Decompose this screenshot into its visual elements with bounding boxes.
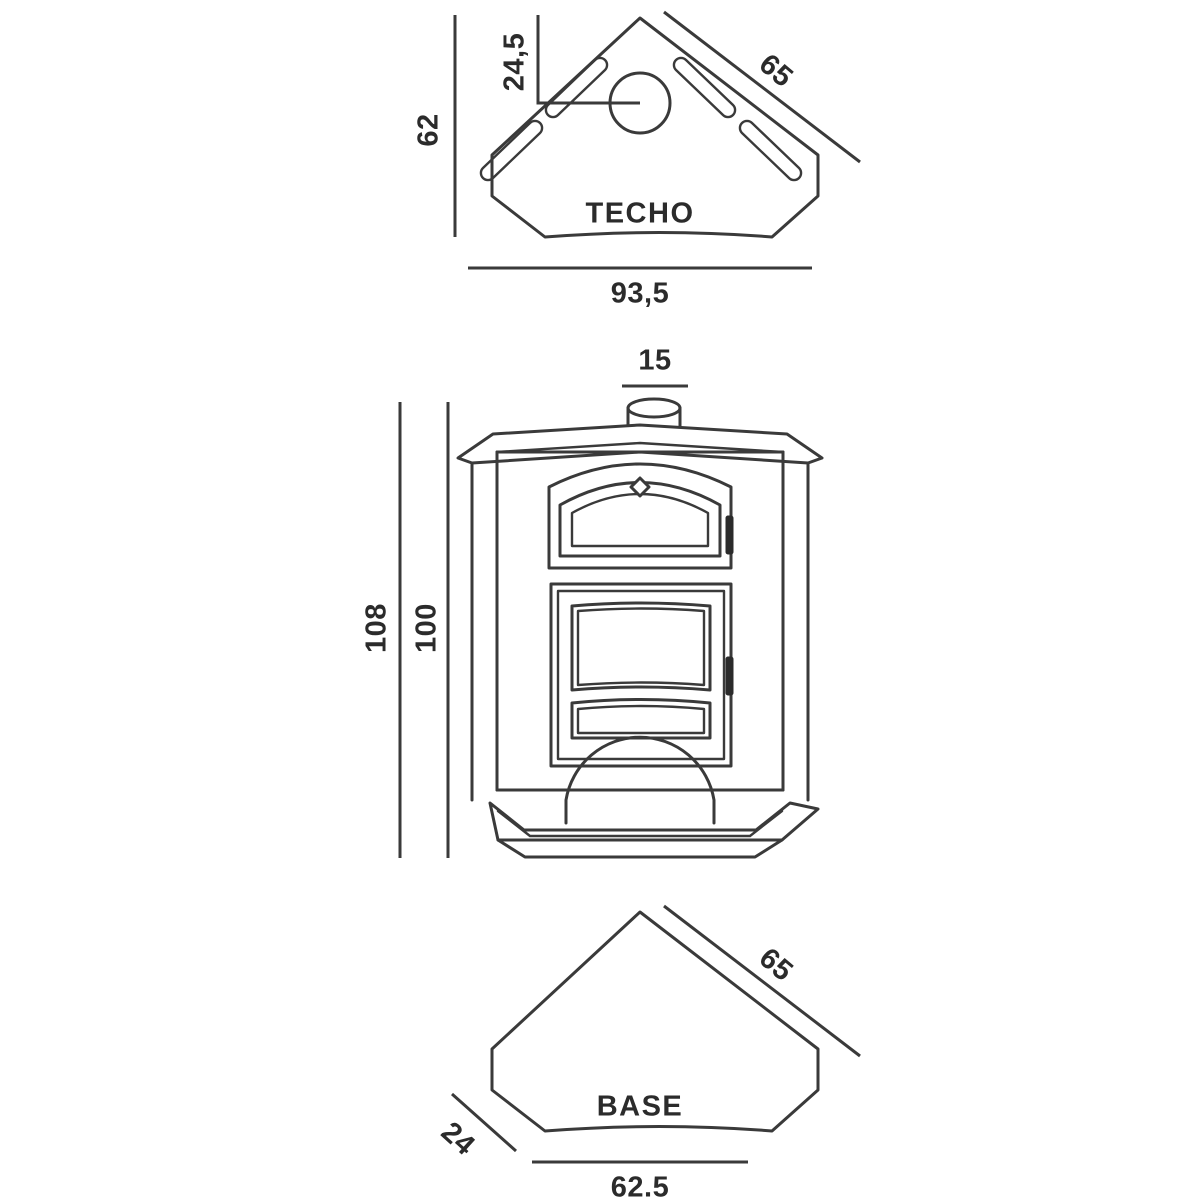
stove-plinth-top-edge — [496, 809, 784, 838]
stove-plinth-band — [496, 838, 784, 859]
stove-top-plate-inner-edge — [495, 441, 785, 454]
view-label-techo: TECHO — [586, 198, 695, 230]
dim-label-62: 62 — [413, 113, 445, 146]
lower-door-frame-inner — [556, 589, 726, 761]
lower-door-vent-panel — [570, 698, 712, 740]
lower-door-glass-panel — [570, 601, 712, 692]
dim-line-24 — [451, 1092, 517, 1153]
upper-door-inner — [570, 492, 710, 548]
lower-door-glass-panel-inner — [576, 607, 706, 687]
base-outline — [490, 910, 820, 1133]
dim-label-24-5: 24,5 — [499, 33, 531, 91]
techo-vent-slot-3 — [479, 119, 544, 182]
techo-vent-slot-4 — [738, 119, 803, 182]
dim-label-100: 100 — [411, 603, 443, 653]
stove-front-face — [495, 450, 785, 792]
dim-label-93-5: 93,5 — [611, 278, 669, 310]
top-view-techo: 62 24,5 65 93,5 TECHO — [413, 10, 861, 310]
techo-outline — [490, 16, 820, 239]
techo-vent-slot-2 — [672, 56, 737, 119]
dim-label-62-5: 62.5 — [611, 1172, 669, 1200]
dim-label-15: 15 — [638, 345, 671, 377]
lower-door-handle-icon — [725, 656, 734, 696]
flue-pipe-top-ellipse — [626, 397, 682, 419]
front-elevation-view: 15 108 100 — [361, 345, 824, 859]
log-store-arch — [564, 735, 716, 825]
lower-door-frame — [549, 582, 733, 768]
dim-line-65-top — [663, 10, 861, 164]
bottom-view-base: 65 24 62.5 BASE — [435, 904, 861, 1200]
lower-door-vent-panel-inner — [576, 704, 706, 735]
dim-label-108: 108 — [361, 603, 393, 653]
upper-door-handle-icon — [725, 515, 734, 555]
dim-line-65-base — [663, 904, 861, 1058]
upper-door-frame — [547, 462, 733, 570]
upper-door-knob-icon — [629, 476, 651, 498]
view-label-base: BASE — [597, 1091, 684, 1123]
techo-vent-slot-1 — [544, 56, 609, 119]
dim-line-24-5 — [536, 15, 640, 105]
dim-label-24: 24 — [435, 1116, 481, 1162]
